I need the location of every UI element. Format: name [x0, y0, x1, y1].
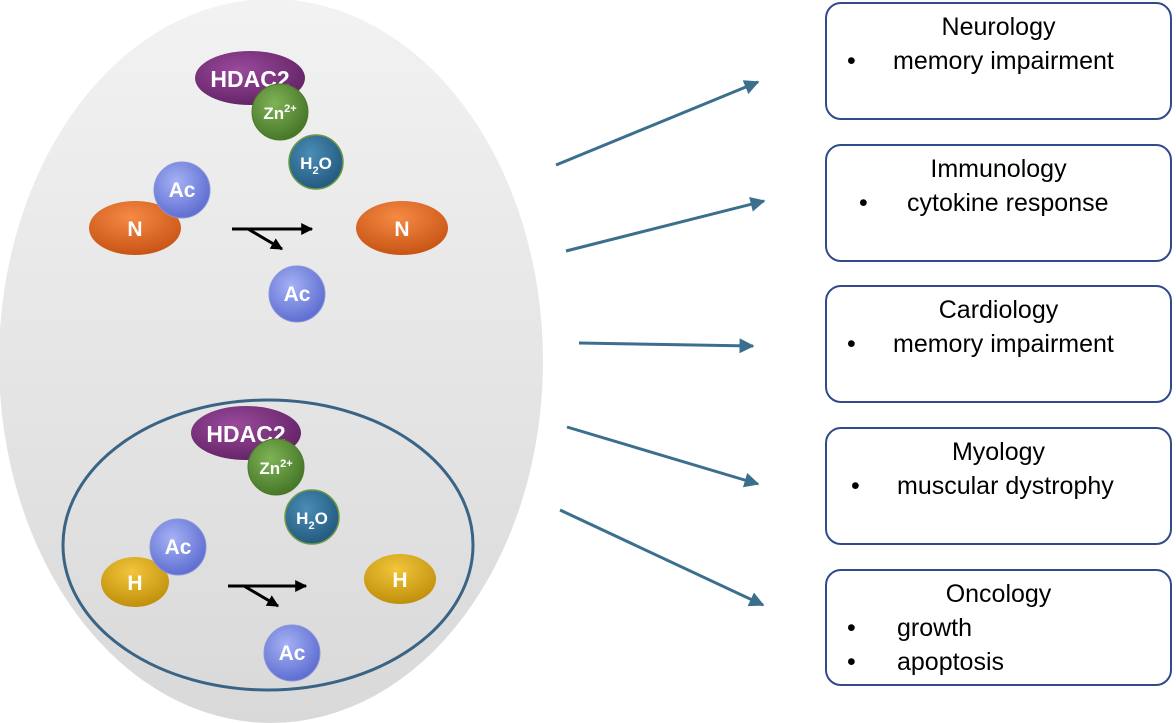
histone-product-label: H: [392, 569, 407, 592]
water-h: H: [296, 509, 308, 528]
zinc-ion: [251, 83, 309, 141]
box-item-text: growth: [897, 614, 973, 642]
immunology-box: Immunology • cytokine response: [825, 144, 1172, 262]
water-subscript: 2: [312, 165, 318, 177]
arrow-to-myology: [566, 425, 760, 488]
nonhistone-product: [356, 201, 448, 255]
box-item: • apoptosis: [827, 645, 1170, 679]
svg-text:Zn2+: Zn2+: [259, 458, 292, 478]
arrow-to-neurology: [555, 80, 760, 167]
bullet: •: [847, 47, 856, 75]
box-item-text: apoptosis: [897, 648, 1005, 676]
acetyl-group: [149, 518, 207, 576]
neurology-box: Neurology • memory impairment: [825, 2, 1172, 120]
water-molecule: [288, 134, 344, 190]
acetyl-group: [153, 161, 211, 219]
released-acetyl-label: Ac: [284, 283, 311, 306]
svg-text:H2O: H2O: [296, 509, 328, 532]
released-acetyl-label: Ac: [279, 642, 306, 665]
acetyl-group-label: Ac: [165, 536, 192, 559]
zinc-symbol: Zn: [259, 459, 280, 478]
zinc-symbol: Zn: [263, 104, 284, 123]
arrow-to-cardiology: [578, 338, 755, 354]
water-o: O: [315, 509, 328, 528]
release-arrow: [243, 584, 280, 608]
zinc-charge: 2+: [280, 458, 293, 470]
box-item-text: memory impairment: [893, 47, 1114, 75]
box-title: Immunology: [930, 155, 1067, 183]
released-acetyl: [263, 624, 321, 682]
box-item-text: memory impairment: [893, 330, 1114, 358]
release-arrow: [247, 227, 284, 251]
water-subscript: 2: [308, 520, 314, 532]
box-title: Myology: [951, 438, 1046, 466]
arrow-to-immunology: [565, 197, 766, 253]
pathway-arrows: [555, 80, 766, 607]
zinc-ion: [247, 438, 305, 496]
bullet: •: [847, 648, 856, 676]
oncology-box: Oncology • growth • apoptosis: [825, 569, 1172, 686]
box-item: • muscular dystrophy: [827, 469, 1170, 503]
bullet: •: [847, 614, 856, 642]
bottom-reaction: HDAC2 Zn2+ H2O H Ac H Ac: [101, 406, 436, 682]
myology-box: Myology • muscular dystrophy: [825, 427, 1172, 545]
bullet: •: [859, 189, 868, 217]
released-acetyl: [268, 265, 326, 323]
nonhistone-substrate-label: N: [127, 218, 142, 241]
box-item: • cytokine response: [827, 186, 1170, 220]
box-item-text: cytokine response: [907, 189, 1109, 217]
box-item: • memory impairment: [827, 44, 1170, 78]
bullet: •: [851, 472, 860, 500]
histone-substrate: [101, 557, 169, 607]
bullet: •: [847, 330, 856, 358]
acetyl-group-label: Ac: [169, 179, 196, 202]
cell: [0, 0, 543, 723]
arrow-to-oncology: [559, 508, 765, 607]
nucleus: [61, 398, 475, 692]
top-reaction: HDAC2 Zn2+ H2O N Ac N Ac: [89, 51, 448, 323]
box-item: • memory impairment: [827, 327, 1170, 361]
cardiology-box: Cardiology • memory impairment: [825, 285, 1172, 403]
water-o: O: [319, 154, 332, 173]
box-title: Cardiology: [938, 296, 1059, 324]
nonhistone-substrate: [89, 201, 181, 255]
box-item: • growth: [827, 611, 1170, 645]
box-title: Oncology: [945, 580, 1052, 608]
water-h: H: [300, 154, 312, 173]
box-item-text: muscular dystrophy: [897, 472, 1114, 500]
histone-product: [364, 554, 436, 604]
water-molecule: [284, 489, 340, 545]
histone-substrate-label: H: [127, 572, 142, 595]
nonhistone-product-label: N: [394, 218, 409, 241]
box-title: Neurology: [941, 13, 1056, 41]
svg-text:H2O: H2O: [300, 154, 332, 177]
svg-text:Zn2+: Zn2+: [263, 103, 296, 123]
zinc-charge: 2+: [284, 103, 297, 115]
